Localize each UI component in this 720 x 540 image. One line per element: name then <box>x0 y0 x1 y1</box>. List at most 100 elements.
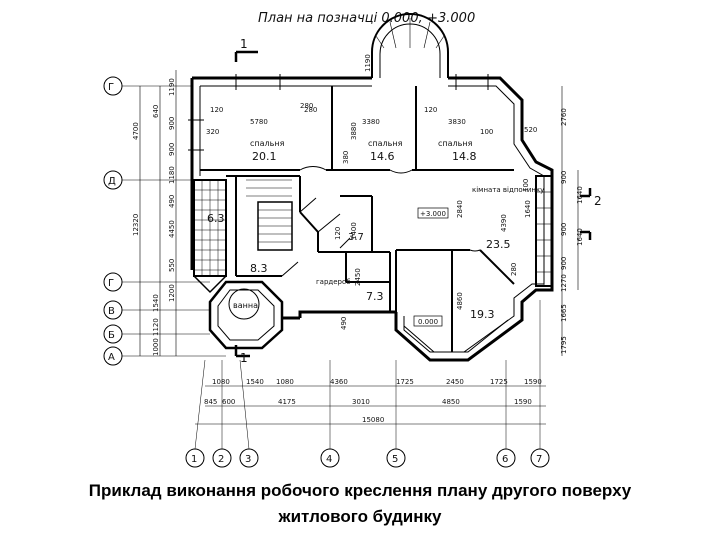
room-4-name: кімната відпочинку <box>472 186 544 194</box>
dim-b2-6: 1590 <box>514 398 532 406</box>
dim-misc-3: 2840 <box>456 200 464 218</box>
room-3-name: спальня <box>438 139 473 148</box>
axis-bottom-3: 3 <box>245 454 251 465</box>
dim-b1-8: 1590 <box>524 378 542 386</box>
room-6-area: 8.3 <box>250 262 268 275</box>
dim-left-6: 1180 <box>168 166 176 184</box>
dim-top-5: 3830 <box>448 118 466 126</box>
floor-plan-drawing: План на позначці 0.000; +3.000 1 1 2 <box>103 11 602 468</box>
dim-misc-4: 4390 <box>500 214 508 232</box>
dim-top-7: 100 <box>480 128 493 136</box>
room-5-area: 6.3 <box>207 212 225 225</box>
dim-top-9: 1190 <box>364 54 372 72</box>
dim-b1-1: 1080 <box>212 378 230 386</box>
doors <box>281 166 481 277</box>
axis-bottom-5: 5 <box>392 454 398 465</box>
exterior-walls <box>190 76 554 362</box>
room-1-area: 20.1 <box>252 150 277 163</box>
level-mark-1: +3.000 <box>420 210 446 218</box>
section-mark-top-label: 1 <box>240 37 248 51</box>
dim-right-8: 1665 <box>560 304 568 322</box>
dim-b1-4: 4360 <box>330 378 348 386</box>
dim-b1-3: 1080 <box>276 378 294 386</box>
dim-left-14: 1000 <box>152 338 160 356</box>
dim-top-2: 280 <box>304 106 317 114</box>
dimension-lines-bottom <box>195 385 546 425</box>
room-7-area: 3.7 <box>348 232 364 243</box>
dim-right-7: 1270 <box>560 274 568 292</box>
axis-bottom-6: 6 <box>502 454 508 465</box>
room-2-name: спальня <box>368 139 403 148</box>
axis-left-2: Д <box>108 176 116 187</box>
dim-left-9: 4450 <box>168 220 176 238</box>
dim-left-8: 12320 <box>132 214 140 236</box>
room-3-area: 14.8 <box>452 150 477 163</box>
dim-b2-1: 845 <box>204 398 217 406</box>
dimension-lines-left <box>139 70 177 356</box>
axis-bottom-2: 2 <box>218 454 224 465</box>
dim-top-4: 120 <box>424 106 437 114</box>
room-1-name: спальня <box>250 139 285 148</box>
dim-left-5: 900 <box>168 143 176 156</box>
room-2-area: 14.6 <box>370 150 395 163</box>
dim-right-9: 1795 <box>560 336 568 354</box>
axis-left-3: Г <box>108 278 114 289</box>
room-bath-label: ванна <box>233 301 258 310</box>
dim-top-6: 320 <box>206 128 219 136</box>
top-bay-window <box>371 13 449 78</box>
dim-top-8: 520 <box>524 126 537 134</box>
left-hatched-stair <box>193 179 227 294</box>
dimension-lines-right <box>561 86 579 356</box>
dim-b1-7: 1725 <box>490 378 508 386</box>
dim-b2-3: 4175 <box>278 398 296 406</box>
axis-bottom-4: 4 <box>326 454 332 465</box>
internal-stair <box>246 179 293 251</box>
room-8-name: гардероб <box>316 278 351 286</box>
plan-title: План на позначці 0.000; +3.000 <box>258 11 475 26</box>
dim-left-10: 550 <box>168 259 176 272</box>
section-mark-bottom-label: 1 <box>240 351 248 365</box>
dim-right-6: 900 <box>560 257 568 270</box>
dim-left-3: 900 <box>168 117 176 130</box>
room-4-area: 23.5 <box>486 238 511 251</box>
dim-left-11: 1200 <box>168 284 176 302</box>
dim-misc-2: 380 <box>342 151 350 164</box>
octagonal-tower <box>208 280 284 350</box>
dim-misc-6: 4860 <box>456 292 464 310</box>
axis-lines-left <box>122 85 226 357</box>
dim-total: 15080 <box>362 416 384 424</box>
dim-misc-10: 490 <box>340 317 348 330</box>
section-mark-top <box>234 50 258 62</box>
level-mark-box-1 <box>417 207 449 219</box>
right-window-strip <box>535 175 553 287</box>
dim-left-7: 490 <box>168 195 176 208</box>
room-9-area: 19.3 <box>470 308 495 321</box>
dim-b2-2: 600 <box>222 398 235 406</box>
level-mark-2: 0.000 <box>418 318 438 326</box>
dim-right-3: 1640 <box>576 186 584 204</box>
axis-left-4: В <box>108 306 115 317</box>
dim-b1-5: 1725 <box>396 378 414 386</box>
dim-right-4: 900 <box>560 223 568 236</box>
dim-b2-5: 4850 <box>442 398 460 406</box>
dim-top-10: 120 <box>210 106 223 114</box>
dim-left-2: 640 <box>152 105 160 118</box>
dim-misc-11: 280 <box>300 102 313 110</box>
dim-b1-6: 2450 <box>446 378 464 386</box>
dim-misc-5: 2450 <box>354 268 362 286</box>
caption-line-1: Приклад виконання робочого креслення пла… <box>88 481 632 500</box>
dim-misc-1: 3880 <box>350 122 358 140</box>
axis-lines-bottom <box>194 300 541 450</box>
dim-left-12: 1540 <box>152 294 160 312</box>
dim-right-1: 2760 <box>560 108 568 126</box>
axis-left-1: Г <box>108 82 114 93</box>
interior-walls <box>200 86 515 352</box>
caption-line-2: житлового будинку <box>278 507 442 526</box>
level-mark-box-2 <box>413 315 443 327</box>
axis-left-5: Б <box>108 330 115 341</box>
dim-top-1: 5780 <box>250 118 268 126</box>
section-mark-right-label: 2 <box>594 194 602 208</box>
dim-left-4: 4700 <box>132 122 140 140</box>
section-mark-right <box>580 188 592 240</box>
dim-misc-7: 120 <box>334 227 342 240</box>
